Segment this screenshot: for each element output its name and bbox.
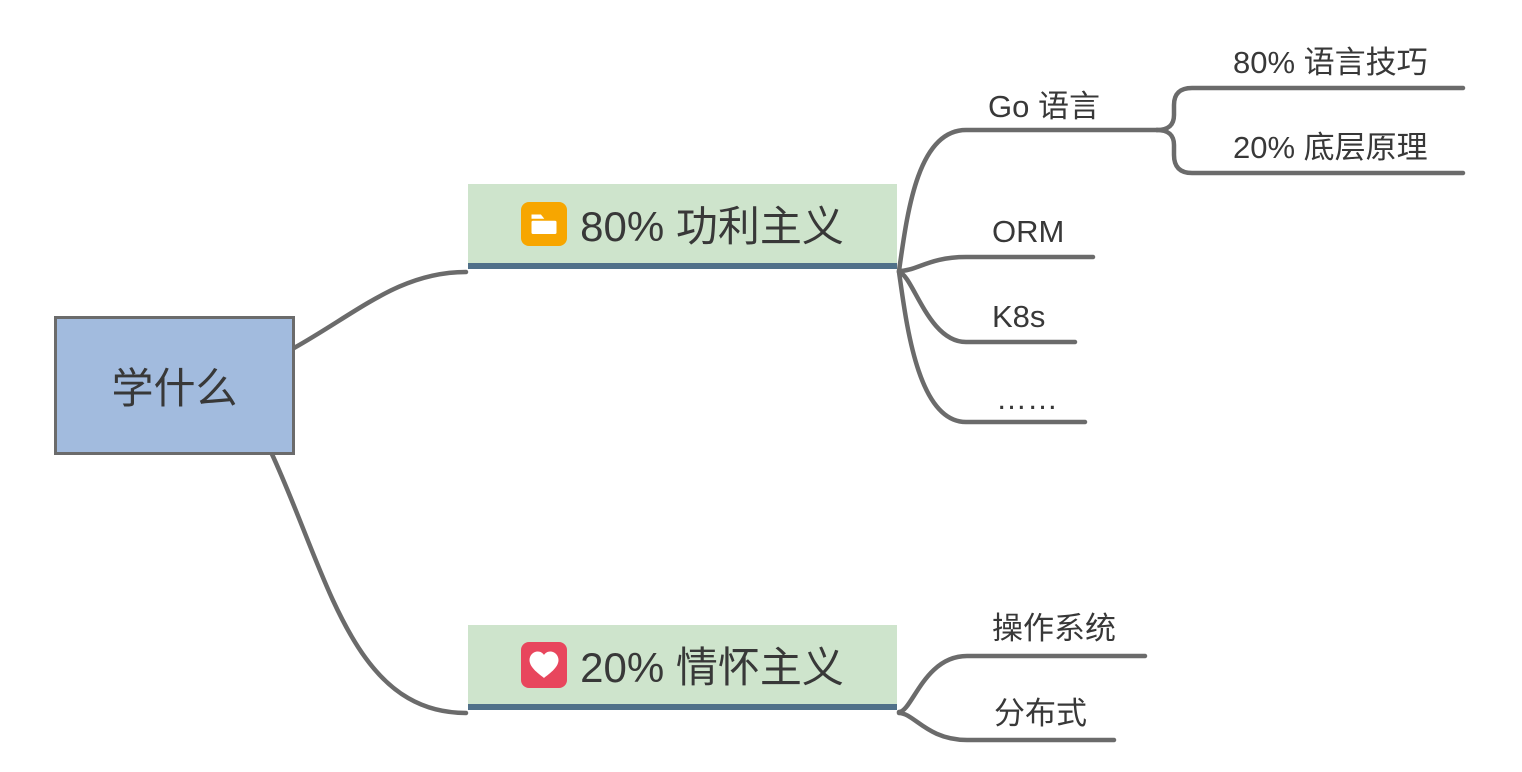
branch-topic-label: 20% 情怀主义 <box>580 644 844 691</box>
subtopic-k8s[interactable]: K8s <box>992 299 1046 334</box>
branch-topic-utilitarian[interactable]: 80% 功利主义 <box>468 184 897 269</box>
subtopic-more[interactable]: …… <box>996 381 1058 416</box>
connector-root-to-branch1 <box>291 269 469 351</box>
subtopic-distributed[interactable]: 分布式 <box>994 696 1087 731</box>
heart-icon <box>521 641 568 688</box>
connector-go-to-skill <box>1154 85 1466 133</box>
connector-branch1-to-k8s <box>896 269 1078 345</box>
subtopic-operating-systems[interactable]: 操作系统 <box>992 611 1116 646</box>
connector-branch1-to-orm <box>896 254 1096 274</box>
branch-topic-label: 80% 功利主义 <box>580 203 844 250</box>
root-topic[interactable]: 学什么 <box>54 316 295 455</box>
subtopic-underlying-principles[interactable]: 20% 底层原理 <box>1233 130 1428 165</box>
root-topic-label: 学什么 <box>111 365 238 412</box>
folder-icon <box>521 201 568 246</box>
subtopic-language-skills[interactable]: 80% 语言技巧 <box>1233 45 1428 80</box>
connector-root-to-branch2 <box>268 449 469 716</box>
branch-topic-idealism[interactable]: 20% 情怀主义 <box>468 625 897 710</box>
connector-branch1-to-go <box>896 127 1160 274</box>
subtopic-go-language[interactable]: Go 语言 <box>988 89 1100 124</box>
subtopic-orm[interactable]: ORM <box>992 214 1065 249</box>
